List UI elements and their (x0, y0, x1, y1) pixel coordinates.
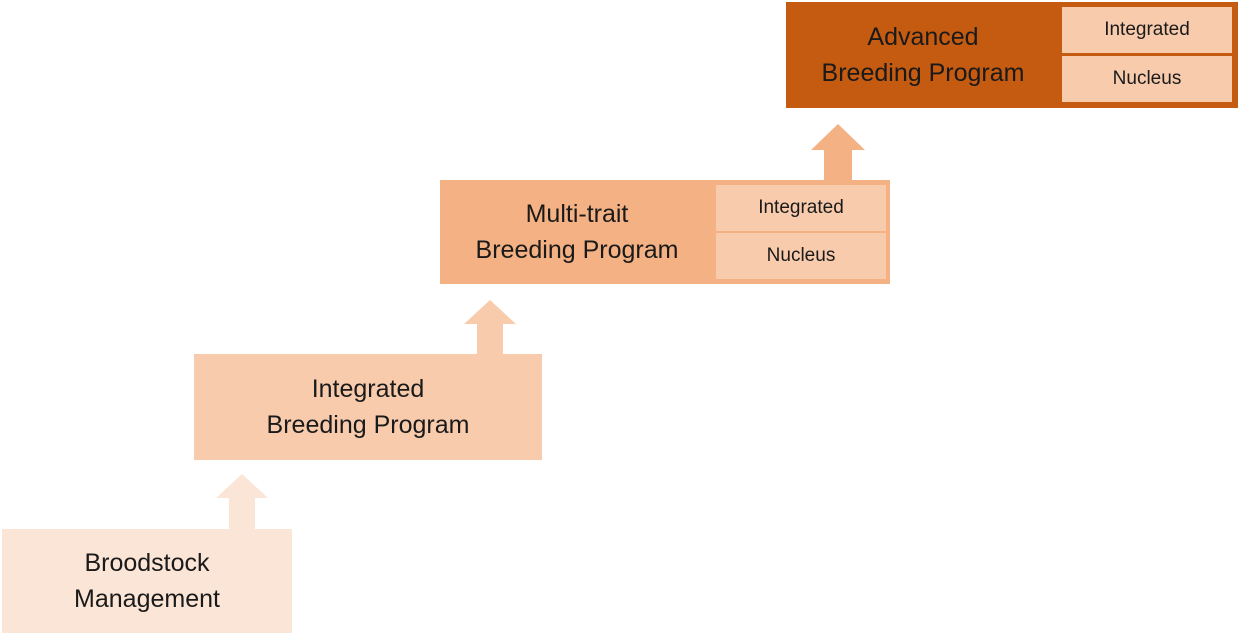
stage-title: Broodstock Management (2, 529, 292, 633)
stage-title-line1: Advanced (867, 23, 979, 51)
stage-title: Integrated Breeding Program (194, 354, 542, 460)
sub-box-integrated: Integrated (716, 185, 886, 231)
stage-advanced-breeding-program: Advanced Breeding Program Integrated Nuc… (786, 2, 1238, 108)
stage-title: Advanced Breeding Program (786, 2, 1060, 108)
sub-box-integrated: Integrated (1062, 7, 1232, 53)
arrow-shape (216, 474, 268, 530)
stage-title-line1: Integrated (311, 375, 425, 403)
up-arrow-icon (216, 474, 268, 530)
stage-title-line2: Management (74, 585, 220, 613)
up-arrow-icon (464, 300, 516, 356)
stage-title-line2: Breeding Program (475, 236, 679, 264)
stage-multi-trait-breeding-program: Multi-trait Breeding Program Integrated … (440, 180, 890, 284)
stage-title: Multi-trait Breeding Program (440, 180, 714, 284)
stage-broodstock-management: Broodstock Management (2, 529, 292, 633)
sub-box-nucleus: Nucleus (1062, 56, 1232, 102)
sub-box-nucleus: Nucleus (716, 233, 886, 279)
stage-title-line1: Multi-trait (525, 200, 629, 228)
stage-title-line1: Broodstock (84, 549, 210, 577)
arrow-shape (811, 124, 865, 180)
stage-integrated-breeding-program: Integrated Breeding Program (194, 354, 542, 460)
up-arrow-icon (811, 124, 865, 180)
arrow-shape (464, 300, 516, 356)
stage-title-line2: Breeding Program (821, 59, 1025, 87)
stage-title-line2: Breeding Program (266, 411, 470, 439)
